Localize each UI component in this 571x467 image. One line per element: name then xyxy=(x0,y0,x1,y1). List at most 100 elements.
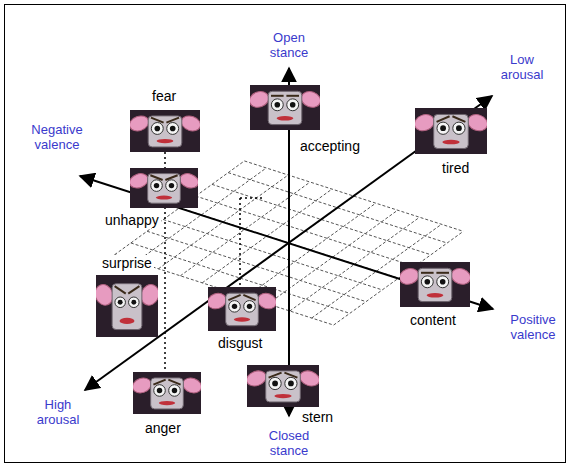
robot-lips xyxy=(120,318,135,324)
robot-eyebrow xyxy=(421,272,434,274)
robot-eye xyxy=(437,276,449,288)
robot-eye xyxy=(151,123,163,135)
robot-ear xyxy=(178,171,198,190)
robot-pupil xyxy=(456,125,462,131)
robot-eye xyxy=(229,301,241,313)
robot-face-photo xyxy=(96,275,158,337)
robot-face-photo xyxy=(208,287,276,331)
axis-label: Positive valence xyxy=(509,312,557,342)
robot-eyebrow xyxy=(165,175,177,180)
robot-pupil xyxy=(247,304,252,309)
robot-eye xyxy=(167,123,179,135)
robot-eye xyxy=(285,377,297,389)
robot-pupil xyxy=(155,126,161,132)
robot-eyebrow xyxy=(437,116,450,122)
axis-label: High arousal xyxy=(36,397,81,427)
robot-eyebrow xyxy=(271,95,284,97)
emotion-face: accepting xyxy=(250,85,320,130)
robot-eyebrow xyxy=(128,286,139,293)
robot-ear xyxy=(298,368,319,388)
robot-lips xyxy=(442,140,459,145)
emotion-face: fear xyxy=(130,110,200,152)
robot-eye xyxy=(151,180,163,192)
robot-face-photo xyxy=(130,110,200,152)
robot-eye xyxy=(129,297,140,308)
emotion-label: unhappy xyxy=(103,212,161,228)
emotion-label: tired xyxy=(440,160,471,176)
robot-lips xyxy=(277,116,294,121)
emotion-label: surprise xyxy=(100,255,154,271)
axis-label: Negative valence xyxy=(30,122,83,152)
robot-face-plate xyxy=(148,116,182,147)
robot-pupil xyxy=(275,102,281,108)
robot-lips xyxy=(427,293,444,298)
emotion-face: content xyxy=(400,262,470,307)
photo-background xyxy=(96,275,158,337)
robot-pupil xyxy=(154,183,159,188)
frame-border xyxy=(5,5,566,463)
robot-face-photo xyxy=(250,85,320,130)
robot-eyebrow xyxy=(269,373,282,378)
grid-line xyxy=(115,161,245,255)
robot-pupil xyxy=(290,102,296,108)
emotion-face: disgust xyxy=(208,287,276,331)
emotion-face: stern xyxy=(247,365,319,407)
robot-face-photo xyxy=(415,108,487,154)
robot-eye xyxy=(244,301,256,313)
emotion-label: fear xyxy=(150,88,178,104)
robot-pupil xyxy=(172,388,177,393)
robot-face-photo xyxy=(130,168,198,208)
robot-eye xyxy=(453,122,465,134)
robot-ear xyxy=(179,113,200,133)
robot-eye xyxy=(269,377,281,389)
robot-lips xyxy=(156,196,172,200)
robot-eyebrow xyxy=(452,116,465,122)
robot-eyebrow xyxy=(153,380,165,385)
axis-label: Low arousal xyxy=(500,52,545,82)
robot-face-photo xyxy=(247,365,319,407)
robot-lips xyxy=(159,401,175,405)
robot-face-plate xyxy=(418,268,452,301)
robot-pupil xyxy=(272,381,278,387)
robot-face-plate xyxy=(266,371,301,402)
emotion-label: accepting xyxy=(298,138,362,154)
robot-ear xyxy=(130,171,150,190)
robot-eye xyxy=(115,297,126,308)
robot-eye xyxy=(166,180,178,192)
emotion-face: unhappy xyxy=(130,168,198,208)
robot-eyebrow xyxy=(168,380,180,385)
robot-pupil xyxy=(288,381,294,387)
robot-pupil xyxy=(169,183,174,188)
robot-pupil xyxy=(118,300,123,305)
robot-lips xyxy=(234,317,250,321)
robot-pupil xyxy=(440,125,446,131)
robot-lips xyxy=(157,139,174,143)
robot-eyebrow xyxy=(166,118,179,123)
robot-eye xyxy=(421,276,433,288)
robot-face-plate xyxy=(268,91,302,124)
emotion-label: content xyxy=(408,312,458,328)
robot-pupil xyxy=(425,279,431,285)
robot-face-photo xyxy=(133,372,201,414)
robot-eye xyxy=(287,99,299,111)
robot-ear xyxy=(247,368,268,388)
emotion-label: disgust xyxy=(216,335,264,351)
dotted-guide xyxy=(240,197,262,199)
robot-pupil xyxy=(131,300,136,305)
robot-eye xyxy=(271,99,283,111)
robot-face-plate xyxy=(226,293,259,326)
robot-pupil xyxy=(170,126,176,132)
robot-lips xyxy=(274,394,291,398)
robot-eyebrow xyxy=(286,95,299,97)
arousal-axis xyxy=(85,96,492,390)
robot-pupil xyxy=(157,388,162,393)
emotion-face: surprise xyxy=(96,275,158,337)
robot-face-plate xyxy=(434,114,469,148)
robot-eyebrow xyxy=(151,118,164,123)
emotion-label: anger xyxy=(143,420,183,436)
robot-pupil xyxy=(440,279,446,285)
robot-pupil xyxy=(232,304,237,309)
emotion-label: stern xyxy=(300,409,335,425)
robot-ear xyxy=(130,113,151,133)
